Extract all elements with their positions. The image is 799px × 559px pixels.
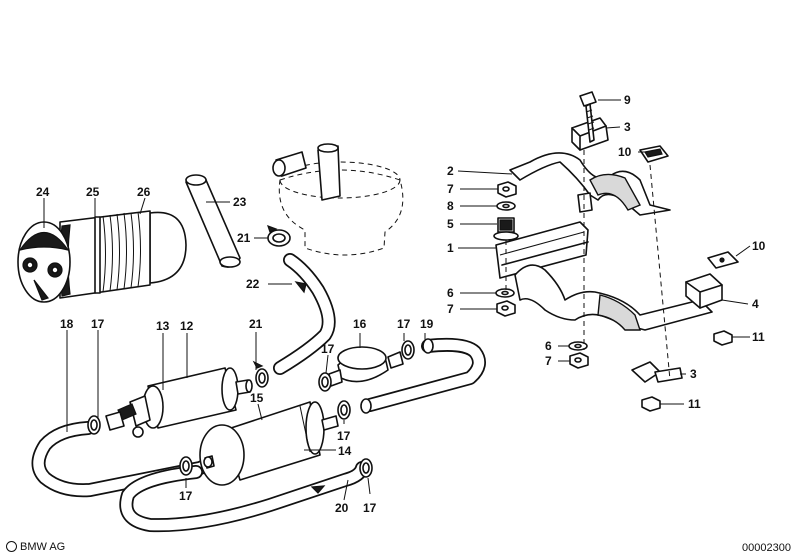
callout-7b: 7 — [447, 302, 454, 316]
nut-11b — [641, 396, 661, 412]
pressure-damper-16 — [328, 346, 404, 387]
angle-bracket-4 — [685, 273, 723, 309]
fuel-hose-19 — [360, 337, 486, 414]
callout-16: 16 — [353, 317, 367, 331]
callout-21b: 21 — [249, 317, 263, 331]
fuel-damper-assembly — [17, 210, 187, 303]
callout-1: 1 — [447, 241, 454, 255]
callout-17b: 17 — [397, 317, 411, 331]
nut-7a — [497, 181, 517, 198]
clamp-17b — [318, 372, 332, 392]
fuel-tank-unit — [272, 143, 404, 256]
callout-8: 8 — [447, 199, 454, 213]
strap-clip-10b — [707, 251, 739, 269]
fuel-pump-12 — [105, 367, 253, 438]
callout-22: 22 — [246, 277, 260, 291]
washer-8 — [496, 201, 516, 211]
clamp-17c — [401, 340, 415, 360]
callout-25: 25 — [86, 185, 100, 199]
fuel-hose-22 — [273, 253, 336, 375]
fuel-filter-14 — [199, 401, 339, 486]
clamp-17f — [359, 458, 373, 478]
bolt-9 — [579, 91, 597, 143]
clip-10a — [639, 145, 669, 163]
copyright-label: BMW AG — [20, 541, 66, 553]
callout-6b: 6 — [545, 339, 552, 353]
callout-2: 2 — [447, 164, 454, 178]
fuel-hose-23 — [185, 174, 241, 268]
hose-clamp-21a — [267, 224, 291, 247]
diagram-number: 00002300 — [742, 542, 791, 554]
upper-pump-bracket-2 — [509, 152, 671, 216]
callout-7c: 7 — [545, 354, 552, 368]
clamp-17d — [337, 400, 351, 420]
clamp-17e — [179, 456, 193, 476]
callout-23: 23 — [233, 195, 247, 209]
clip-3b — [631, 361, 683, 383]
callout-3a: 3 — [624, 120, 631, 134]
callout-17e: 17 — [179, 489, 193, 503]
hose-clamps-17 — [87, 340, 415, 478]
callout-19: 19 — [420, 317, 434, 331]
callout-7a: 7 — [447, 182, 454, 196]
callout-17c: 17 — [321, 342, 335, 356]
callout-11a: 11 — [752, 330, 765, 344]
callout-20: 20 — [335, 501, 349, 515]
callout-3b: 3 — [690, 367, 697, 381]
callout-labels: 24 25 26 23 21 22 18 17 13 12 21 16 17 1… — [36, 93, 766, 515]
fuel-hose-20 — [119, 461, 369, 533]
rubber-mount-5 — [493, 217, 519, 241]
callout-26: 26 — [137, 185, 151, 199]
callout-12: 12 — [180, 319, 194, 333]
callout-11b: 11 — [688, 397, 701, 411]
nut-7c — [569, 352, 589, 369]
callout-14: 14 — [338, 444, 352, 458]
callout-24: 24 — [36, 185, 50, 199]
strap-bracket-1 — [495, 221, 589, 279]
nut-7b — [496, 300, 516, 317]
clamp-17a — [87, 415, 101, 435]
nut-11a — [713, 330, 733, 346]
callout-18: 18 — [60, 317, 74, 331]
washer-6a — [495, 288, 515, 298]
lower-pump-bracket — [514, 264, 713, 331]
bmw-logo-icon — [6, 541, 17, 552]
callout-10b: 10 — [752, 239, 766, 253]
callout-21a: 21 — [237, 231, 251, 245]
clamp-21b — [252, 360, 269, 388]
callout-17f: 17 — [363, 501, 377, 515]
callout-4: 4 — [752, 297, 759, 311]
callout-17a: 17 — [91, 317, 105, 331]
callout-10a: 10 — [618, 145, 632, 159]
callout-17d: 17 — [337, 429, 351, 443]
callout-6a: 6 — [447, 286, 454, 300]
callout-5: 5 — [447, 217, 454, 231]
fuel-hose-18 — [31, 421, 227, 498]
callout-13: 13 — [156, 319, 170, 333]
leader-lines — [43, 99, 751, 501]
callout-9: 9 — [624, 93, 631, 107]
callout-15: 15 — [250, 391, 264, 405]
